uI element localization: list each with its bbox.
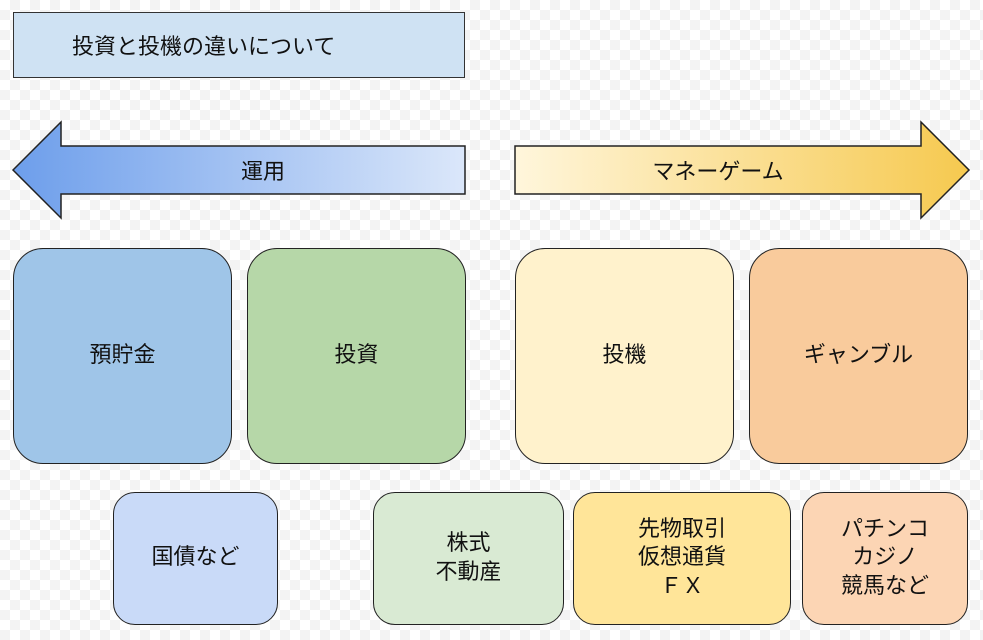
- category-speculation: 投機: [515, 248, 734, 464]
- category-label: 預貯金: [89, 342, 156, 368]
- example-line: 仮想通貨: [637, 545, 726, 571]
- example-line: ＦＸ: [659, 573, 704, 599]
- example-line: 株式: [446, 530, 491, 556]
- category-label: ギャンブル: [803, 342, 914, 368]
- example-line: 国債など: [151, 545, 240, 571]
- right-arrow-icon: [514, 120, 971, 220]
- category-savings: 預貯金: [13, 248, 232, 464]
- right-arrow-label: マネーゲーム: [652, 160, 784, 185]
- example-line: 先物取引: [637, 516, 726, 542]
- example-savings: 国債など: [113, 492, 278, 625]
- example-gambling: パチンコ カジノ 競馬など: [802, 492, 968, 625]
- left-arrow-label: 運用: [240, 160, 285, 185]
- example-line: カジノ: [852, 545, 918, 571]
- example-line: 競馬など: [840, 573, 929, 599]
- category-gambling: ギャンブル: [749, 248, 968, 464]
- left-arrow-icon: [11, 120, 466, 220]
- example-line: パチンコ: [840, 516, 929, 542]
- example-line: 不動産: [435, 559, 502, 585]
- category-label: 投機: [602, 342, 647, 368]
- diagram-title: 投資と投機の違いについて: [13, 12, 465, 78]
- example-investment: 株式 不動産: [373, 492, 564, 625]
- category-label: 投資: [334, 342, 379, 368]
- category-investment: 投資: [247, 248, 466, 464]
- example-speculation: 先物取引 仮想通貨 ＦＸ: [573, 492, 791, 625]
